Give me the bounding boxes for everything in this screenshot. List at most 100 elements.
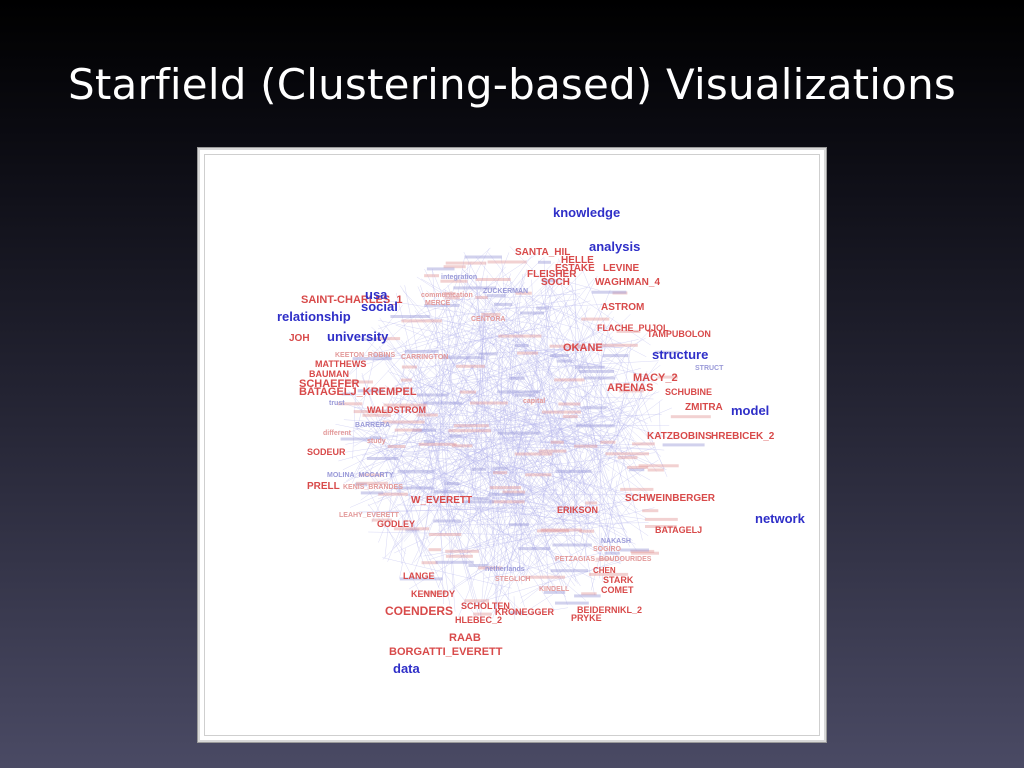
edge	[590, 371, 648, 591]
term-noise	[549, 344, 586, 348]
edge	[455, 276, 567, 363]
term-noise	[581, 317, 610, 321]
edge	[513, 339, 630, 515]
edge	[351, 352, 422, 479]
term-noise	[583, 376, 616, 380]
faint-term-label: NAKASH	[601, 538, 631, 545]
edge	[522, 446, 656, 495]
edge	[379, 482, 437, 517]
faint-term-label: different	[323, 430, 352, 437]
slide-title: Starfield (Clustering-based) Visualizati…	[68, 60, 956, 109]
keyword-label: structure	[652, 347, 708, 362]
edge	[424, 314, 531, 390]
author-label: BEIDERNIKL_2	[577, 605, 642, 615]
author-label: COMET	[601, 585, 634, 595]
edge	[513, 596, 516, 620]
term-noise	[515, 291, 532, 295]
edge	[362, 258, 543, 438]
term-noise	[424, 274, 439, 278]
term-noise	[445, 549, 479, 553]
faint-term-label: trust	[329, 400, 345, 407]
term-noise	[670, 415, 711, 419]
edge	[451, 449, 518, 552]
term-noise	[579, 529, 595, 533]
term-noise	[497, 390, 541, 394]
edge	[538, 464, 579, 557]
term-noise	[405, 528, 420, 532]
edge	[461, 410, 630, 455]
term-noise	[540, 528, 582, 532]
edge	[439, 365, 540, 417]
author-label: SODEUR	[307, 447, 346, 457]
edge	[368, 531, 582, 537]
edge	[403, 399, 525, 542]
edge	[449, 262, 486, 444]
term-noise	[376, 337, 401, 341]
author-labels: SAINT-CHARLES_1JOHBAUMANSCHAEFERBATAGELJ…	[289, 247, 775, 658]
author-label: SCHAEFER	[299, 378, 360, 390]
keyword-label: model	[731, 403, 769, 418]
term-noise	[509, 376, 525, 380]
author-label: CHEN	[593, 566, 616, 575]
term-noise	[550, 569, 589, 573]
term-noise	[478, 352, 498, 356]
term-noise	[451, 444, 473, 448]
term-noise	[353, 410, 393, 414]
keyword-label: university	[327, 329, 389, 344]
edge	[384, 340, 407, 558]
edge	[445, 461, 467, 486]
edge	[448, 415, 576, 587]
term-noise	[445, 554, 473, 558]
edge	[530, 355, 615, 424]
edge	[533, 324, 619, 401]
edge	[470, 308, 562, 370]
author-label: ERIKSON	[557, 505, 598, 515]
edge	[441, 382, 637, 442]
author-label: ASTROM	[601, 302, 644, 313]
edge	[367, 503, 406, 555]
edge	[514, 468, 534, 542]
edge	[525, 296, 606, 330]
faint-term-label: SOGIRO	[593, 546, 622, 553]
term-noise	[440, 279, 468, 283]
edge	[489, 413, 528, 561]
term-noise	[475, 295, 488, 299]
edge	[427, 465, 587, 601]
term-noise	[337, 402, 363, 406]
edge	[373, 345, 626, 361]
edge	[432, 316, 617, 372]
edge	[363, 332, 460, 366]
term-noise	[371, 518, 392, 522]
author-label: ESTAKE	[555, 263, 595, 274]
edge	[525, 303, 603, 450]
edge	[465, 251, 541, 302]
edge	[517, 432, 629, 583]
term-noise	[423, 440, 435, 444]
edge	[449, 507, 655, 557]
edge	[480, 331, 502, 619]
edge	[592, 329, 643, 541]
author-label: MATTHEWS	[315, 359, 366, 369]
edge	[574, 375, 613, 555]
edge	[540, 289, 586, 487]
term-noise	[449, 434, 462, 438]
term-noise	[358, 473, 384, 477]
term-noise	[424, 303, 460, 307]
edge	[465, 435, 665, 451]
edge	[395, 324, 642, 422]
term-noise	[412, 428, 436, 432]
term-noise	[520, 311, 545, 315]
term-noise	[537, 529, 569, 533]
edge	[404, 285, 451, 528]
edge	[417, 324, 610, 428]
term-noise	[538, 449, 567, 453]
term-noise	[581, 592, 597, 596]
term-noise	[441, 356, 485, 360]
edge	[556, 278, 600, 291]
term-noise	[468, 564, 489, 567]
edge	[391, 279, 552, 459]
edge	[473, 312, 568, 605]
faint-term-label: STRUCT	[695, 365, 724, 372]
term-noise	[397, 469, 435, 473]
term-noise	[562, 415, 578, 419]
